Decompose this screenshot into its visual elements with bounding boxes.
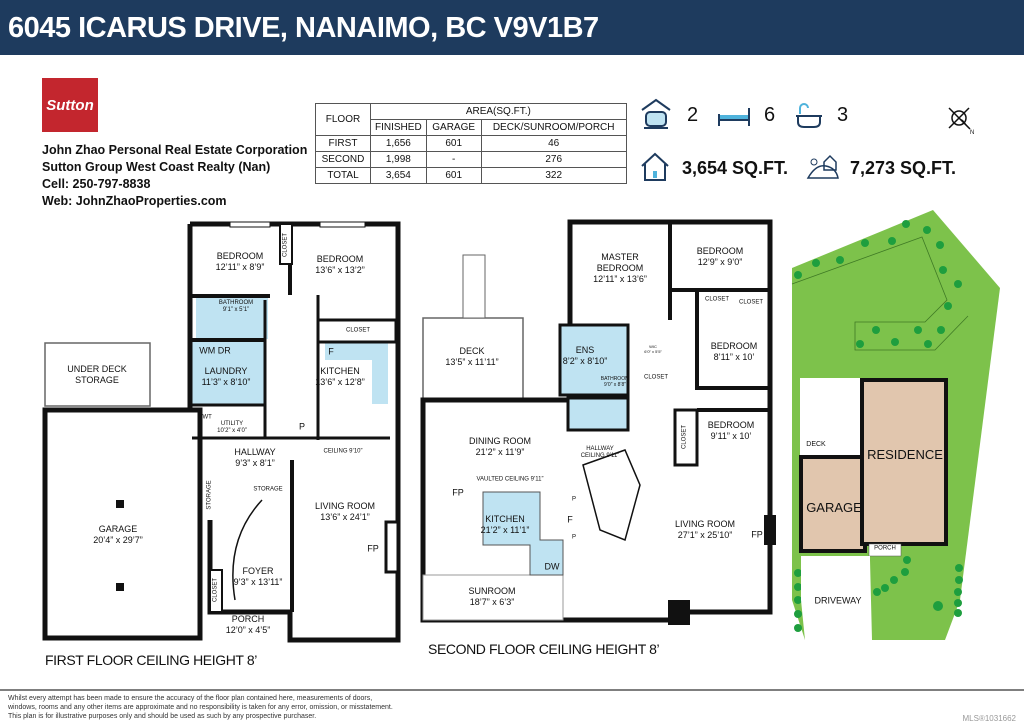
disclaimer-line: This plan is for illustrative purposes o… <box>8 713 317 720</box>
mls-number: MLS®1031662 <box>962 714 1017 723</box>
room-closet: CLOSET <box>681 424 688 450</box>
agent-web[interactable]: Web: JohnZhaoProperties.com <box>42 194 227 208</box>
agent-brokerage: Sutton Group West Coast Realty (Nan) <box>42 160 271 174</box>
bedroom-count: 6 <box>764 104 776 126</box>
bathtub-icon <box>796 103 822 128</box>
room-closet: CLOSET <box>282 232 289 258</box>
room-closet: CLOSET <box>738 299 764 306</box>
compass-north-label: N <box>970 130 975 136</box>
fridge: F <box>567 514 573 525</box>
room-closet: CLOSET <box>212 577 219 603</box>
fireplace: FP <box>751 529 763 540</box>
sutton-logo: Sutton <box>42 78 98 132</box>
fridge: F <box>328 346 334 357</box>
first-floor-title: FIRST FLOOR CEILING HEIGHT 8’ <box>45 652 257 668</box>
ceiling-height: CEILING 9’10” <box>323 448 363 455</box>
house-icon <box>641 152 669 181</box>
room-closet: CLOSET <box>643 374 669 381</box>
lot-area: 7,273 SQ.FT. <box>850 158 957 178</box>
washer-dryer: WM DR <box>199 345 231 356</box>
site-residence: RESIDENCE <box>867 447 943 463</box>
room-closet: CLOSET <box>704 296 730 303</box>
disclaimer-line: Whilst every attempt has been made to en… <box>8 695 373 702</box>
dishwasher: DW <box>544 561 560 572</box>
site-porch: PORCH <box>874 545 896 552</box>
fireplace: FP <box>452 487 464 498</box>
site-driveway: DRIVEWAY <box>814 595 862 606</box>
vaulted-ceiling: VAULTED CEILING 9’11” <box>476 476 544 483</box>
cell: 3,654 <box>370 167 427 184</box>
cell: 322 <box>480 167 627 184</box>
fireplace: FP <box>367 543 379 554</box>
site-deck: DECK <box>806 440 826 448</box>
room-closet: CLOSET <box>345 327 371 334</box>
header-bar <box>0 0 1024 55</box>
compass-icon <box>948 107 971 130</box>
site-garage: GARAGE <box>806 500 862 516</box>
bed-icon <box>718 108 750 126</box>
interior-area: 3,654 SQ.FT. <box>682 158 789 178</box>
second-floor-plan <box>420 219 776 625</box>
pantry: P <box>571 496 577 503</box>
hot-water-tank: HWT <box>198 414 212 421</box>
garage-icon <box>641 98 671 129</box>
agent-cell: Cell: 250-797-8838 <box>42 177 151 191</box>
site-plan <box>791 210 1000 640</box>
pantry: P <box>298 421 306 432</box>
second-floor-title: SECOND FLOOR CEILING HEIGHT 8’ <box>428 641 660 657</box>
room-storage: STORAGE <box>253 486 283 493</box>
first-floor-plan <box>42 221 401 643</box>
agent-name: John Zhao Personal Real Estate Corporati… <box>42 143 308 157</box>
pantry: P <box>571 534 577 541</box>
bathroom-count: 3 <box>837 104 849 126</box>
room-storage: STORAGE <box>206 480 213 510</box>
cell: TOTAL <box>315 167 371 184</box>
trees <box>794 220 963 632</box>
page-title: 6045 ICARUS DRIVE, NANAIMO, BC V9V1B7 <box>8 12 599 44</box>
garage-count: 2 <box>687 104 699 126</box>
disclaimer-line: windows, rooms and any other items are a… <box>8 704 393 711</box>
lot-icon <box>806 154 839 179</box>
disclaimer: Whilst every attempt has been made to en… <box>8 694 393 721</box>
